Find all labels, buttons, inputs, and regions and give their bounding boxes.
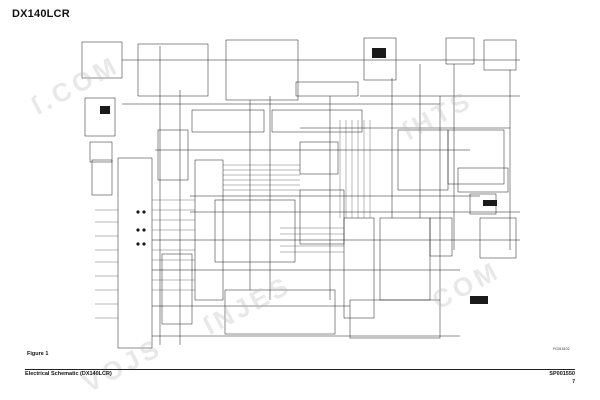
- figure-label: Figure 1: [27, 351, 49, 357]
- document-title: DX140LCR: [12, 8, 70, 20]
- footer-divider: [25, 369, 575, 370]
- footer-section-title: Electrical Schematic (DX140LCR): [25, 371, 112, 377]
- figure-reference-code: FG015102: [553, 347, 570, 351]
- page-number: 7: [572, 379, 575, 385]
- footer-document-code: SP001550: [549, 371, 575, 377]
